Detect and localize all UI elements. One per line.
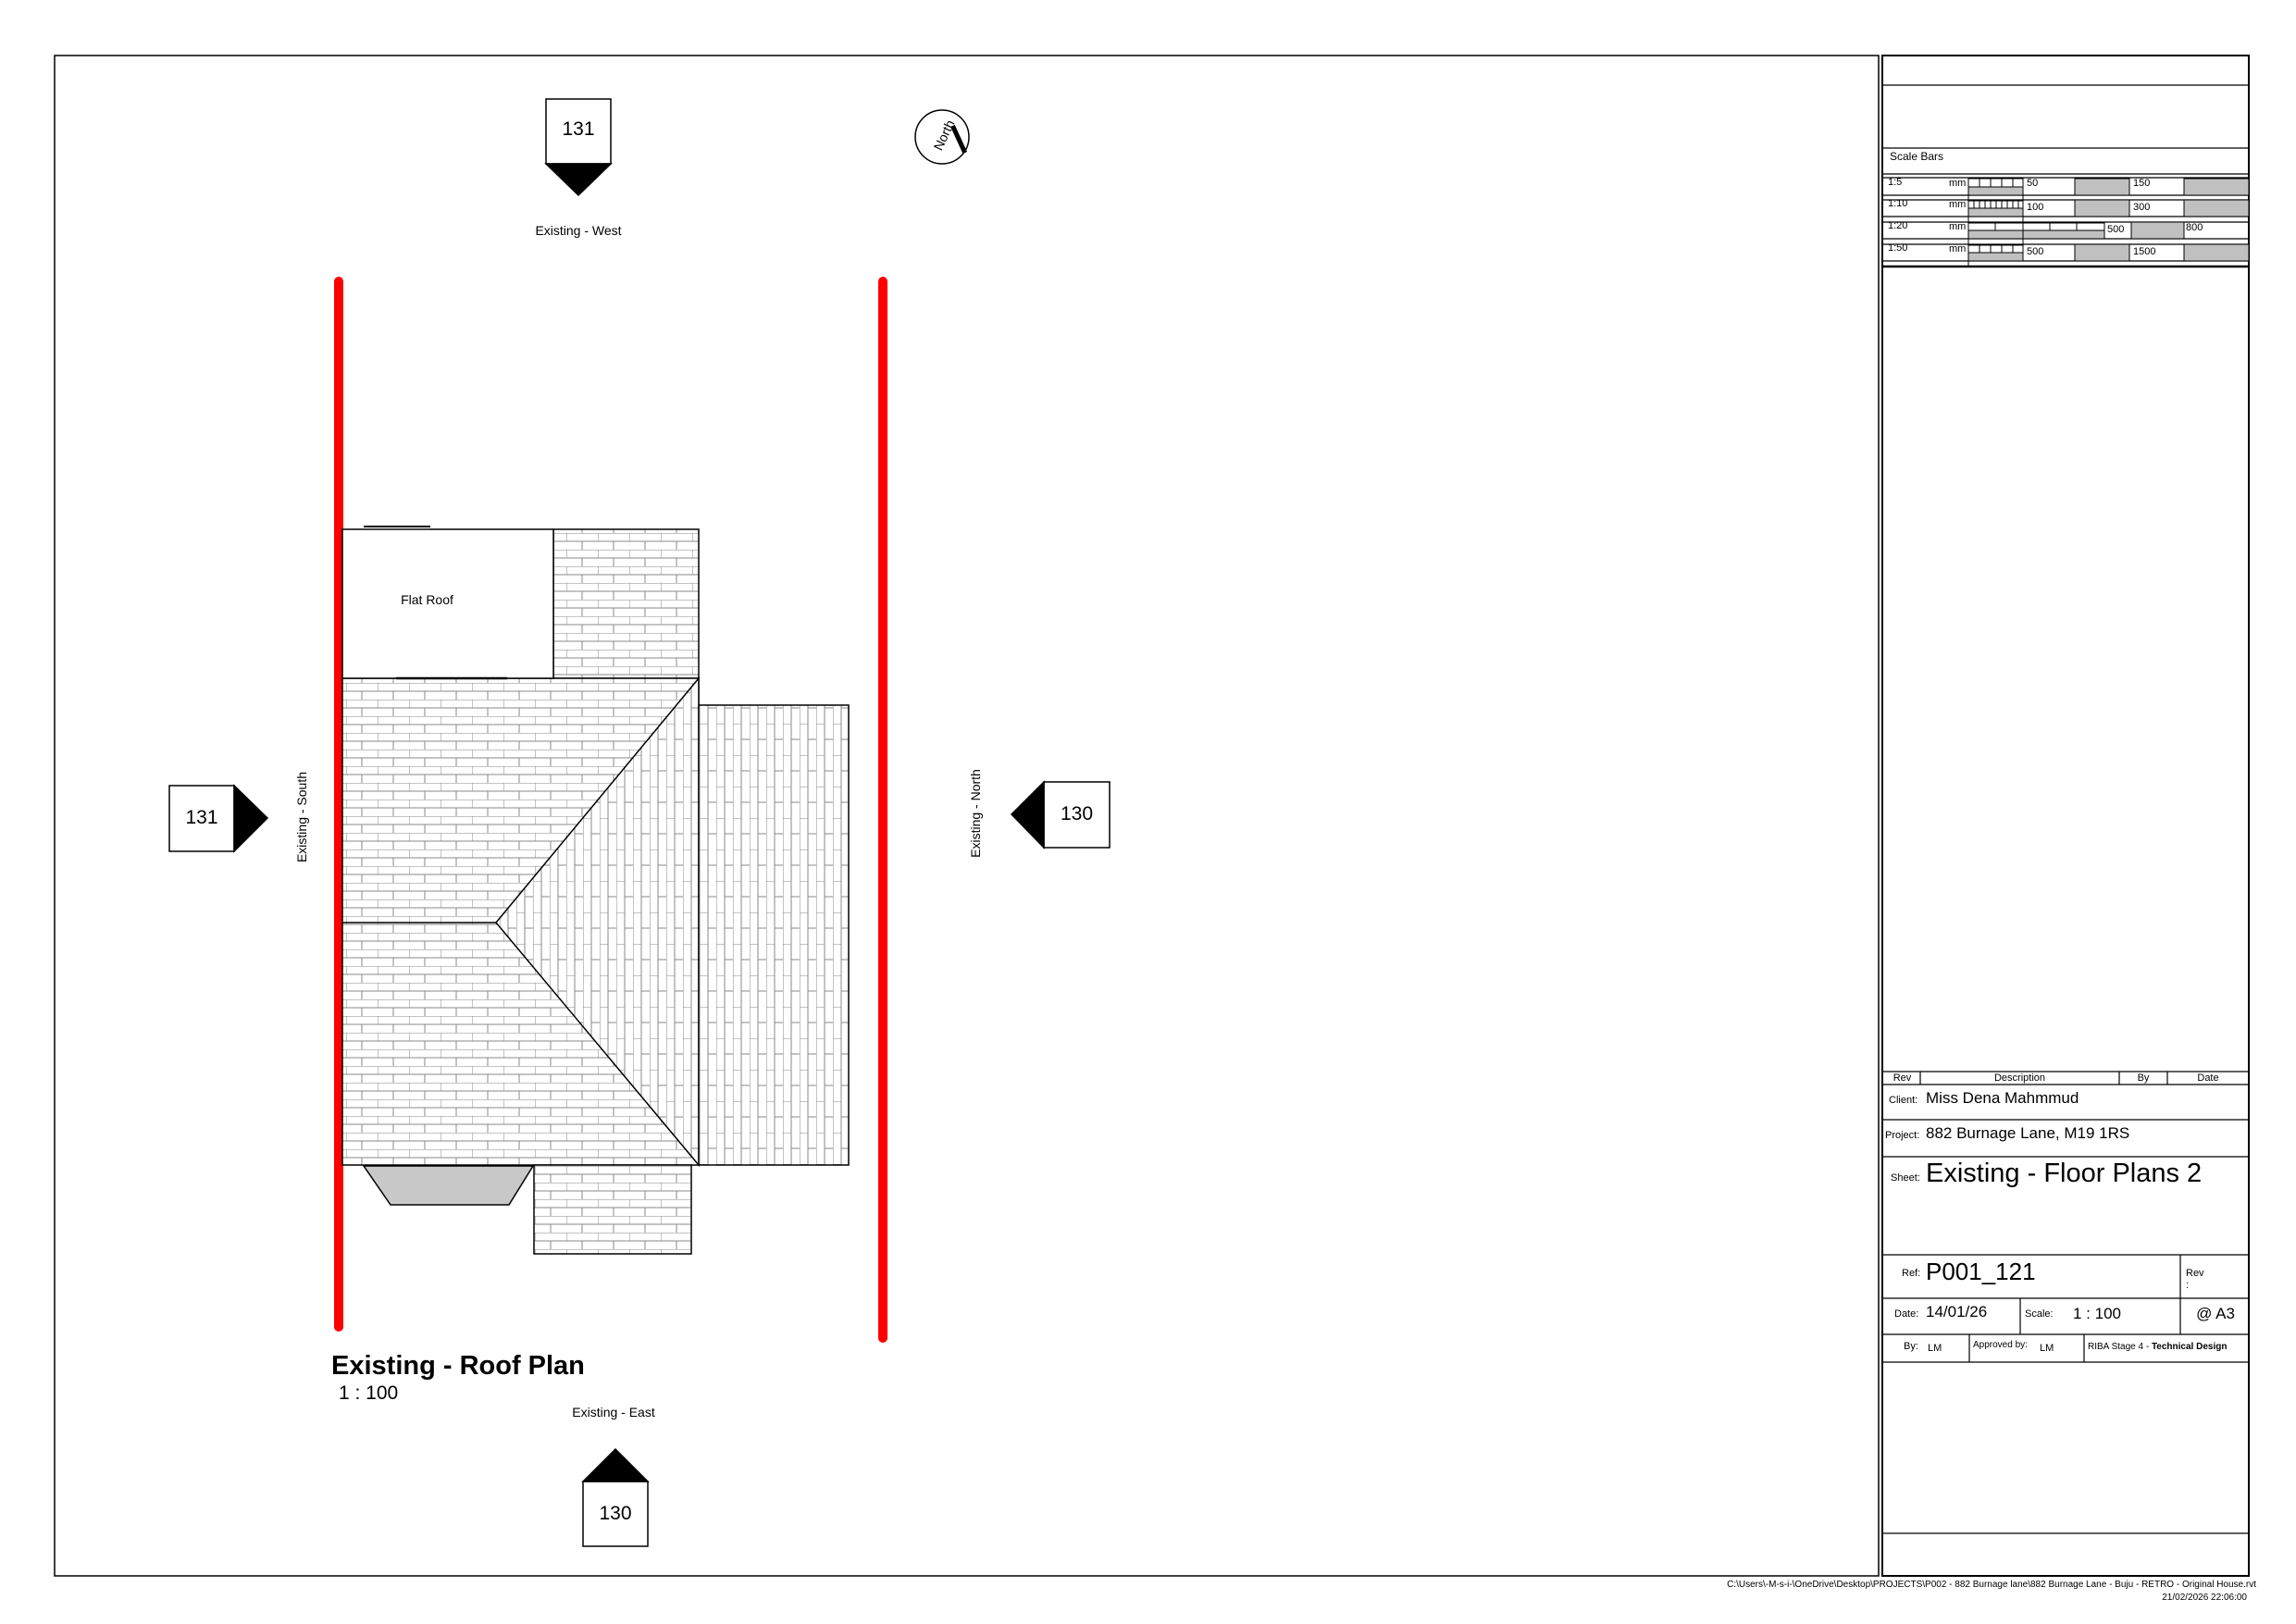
scale-ratio: 1:10 <box>1888 198 1908 209</box>
scale-ratio: 1:5 <box>1888 177 1903 188</box>
scale-value: 500 <box>2027 246 2044 257</box>
marker-left-label: Existing - South <box>294 771 309 863</box>
scale-bars-heading: Scale Bars <box>1890 150 1944 163</box>
view-scale: 1 : 100 <box>339 1382 399 1404</box>
marker-top-label: Existing - West <box>535 223 622 238</box>
approved-by: LM <box>2040 1343 2054 1354</box>
print-timestamp: 21/02/2026 22:06:00 <box>2162 1593 2247 1603</box>
scale-ratio: 1:20 <box>1888 220 1908 231</box>
date-value: 14/01/26 <box>1926 1303 1988 1320</box>
paper-size: @ A3 <box>2196 1305 2235 1322</box>
scale-value: 1500 <box>2133 246 2156 257</box>
rear-pitch <box>552 528 700 679</box>
flat-roof <box>341 528 554 679</box>
scale-value: 800 <box>2186 222 2203 233</box>
description-column-header: Description <box>1993 1072 2046 1084</box>
marker-right-number[interactable]: 130 <box>1060 803 1094 824</box>
title-block-frame <box>1881 55 2250 1577</box>
rev-label: Rev <box>2186 1268 2204 1279</box>
date-column-header: Date <box>2197 1072 2219 1084</box>
north-arrow-icon <box>914 109 970 165</box>
project-label: Project: <box>1885 1130 1920 1141</box>
marker-bottom-number[interactable]: 130 <box>599 1503 632 1524</box>
client-label: Client: <box>1889 1095 1918 1106</box>
scale-value: 500 <box>2107 224 2125 235</box>
bay-window <box>362 1165 535 1206</box>
file-path: C:\Users\-M-s-i-\OneDrive\Desktop\PROJEC… <box>1727 1580 2256 1590</box>
scale-ratio: 1:50 <box>1888 242 1908 254</box>
stage-number: RIBA Stage 4 - <box>2088 1342 2152 1352</box>
approved-label: Approved by: <box>1973 1340 2028 1350</box>
marker-bottom-label: Existing - East <box>572 1405 655 1419</box>
scale-bar-graphics <box>1967 178 2250 267</box>
sheet-border <box>54 55 1880 1577</box>
scale-value: 150 <box>2133 178 2151 189</box>
ref-label: Ref: <box>1902 1268 1921 1279</box>
porch-roof <box>533 1164 692 1255</box>
scale-unit: mm <box>1949 178 1967 189</box>
scale-value: 300 <box>2133 202 2151 213</box>
by-label: By: <box>1904 1341 1918 1352</box>
stage-name: Technical Design <box>2151 1342 2228 1352</box>
section-marker-right <box>1010 780 1111 849</box>
by-column-header: By <box>2137 1072 2150 1084</box>
rev-column-header: Rev <box>1893 1072 1912 1084</box>
project-name: 882 Burnage Lane, M19 1RS <box>1926 1124 2130 1142</box>
client-name: Miss Dena Mahmmud <box>1926 1089 2079 1107</box>
scale-value: 100 <box>2027 202 2044 213</box>
section-marker-top <box>544 98 613 197</box>
rev-value: : <box>2186 1280 2190 1291</box>
section-marker-bottom <box>581 1447 650 1547</box>
marker-left-number[interactable]: 131 <box>185 807 218 828</box>
sheet-title: Existing - Floor Plans 2 <box>1926 1159 2203 1188</box>
drawn-by: LM <box>1928 1343 1942 1354</box>
scale-value: 1 : 100 <box>2073 1305 2121 1322</box>
view-title: Existing - Roof Plan <box>331 1351 585 1381</box>
drawing-ref: P001_121 <box>1926 1258 2036 1285</box>
scale-unit: mm <box>1949 221 1967 232</box>
date-label: Date: <box>1894 1308 1919 1320</box>
marker-top-number[interactable]: 131 <box>562 118 595 140</box>
roof-plan <box>341 526 850 1255</box>
scale-label: Scale: <box>2025 1308 2054 1320</box>
right-wing-roof <box>698 704 850 1166</box>
sheet-label: Sheet: <box>1891 1172 1920 1184</box>
flat-roof-label: Flat Roof <box>401 592 453 607</box>
scale-unit: mm <box>1949 199 1967 210</box>
marker-right-label: Existing - North <box>968 769 983 858</box>
scale-unit: mm <box>1949 243 1967 254</box>
scale-value: 50 <box>2027 178 2039 189</box>
riba-stage: RIBA Stage 4 - Technical Design <box>2088 1342 2227 1352</box>
section-marker-left <box>168 784 269 853</box>
